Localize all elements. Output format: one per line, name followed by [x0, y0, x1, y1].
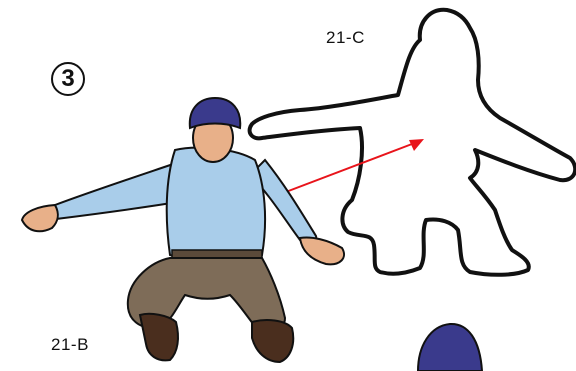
outline-figure-label: 21-C	[326, 28, 365, 48]
partial-figure-helmet	[418, 324, 482, 371]
colored-figure	[22, 98, 344, 362]
step-number-text: 3	[61, 65, 74, 93]
colored-figure-label: 21-B	[51, 335, 89, 355]
step-number-marker: 3	[51, 62, 85, 96]
